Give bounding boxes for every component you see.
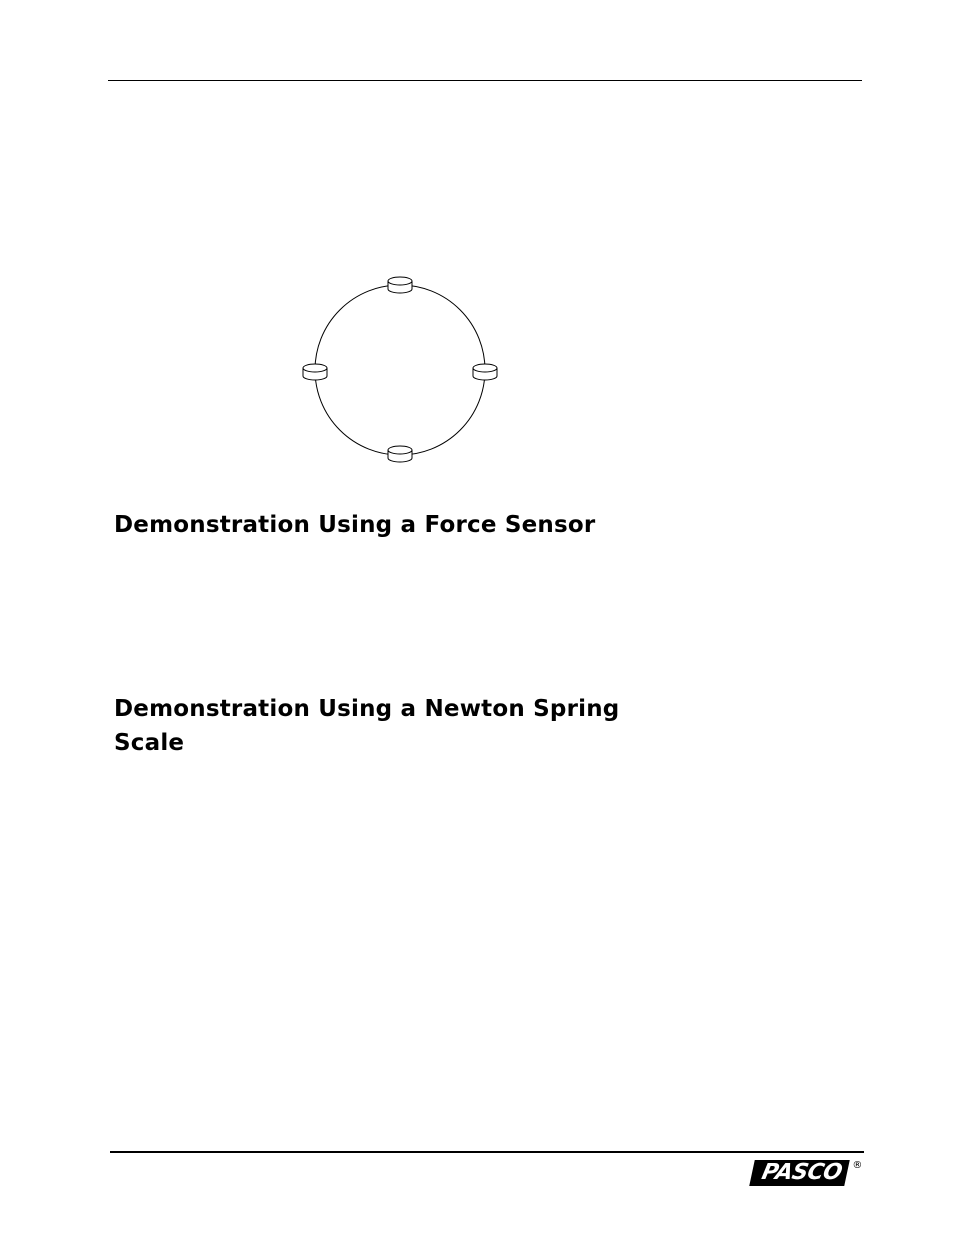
header-rule — [108, 80, 862, 81]
puck-bottom — [387, 445, 413, 463]
pasco-logo: PASCO ® — [749, 1160, 863, 1188]
circular-path — [314, 284, 486, 456]
circular-path-figure — [295, 268, 505, 468]
logo-wordmark: PASCO — [749, 1160, 851, 1186]
section-heading-spring-scale: Demonstration Using a Newton Spring Scal… — [114, 696, 620, 756]
puck-top — [387, 276, 413, 294]
puck-right — [472, 363, 498, 381]
footer-rule — [110, 1151, 864, 1153]
puck-left — [302, 363, 328, 381]
registered-mark: ® — [852, 1160, 863, 1171]
section-heading-force-sensor: Demonstration Using a Force Sensor — [114, 512, 596, 538]
